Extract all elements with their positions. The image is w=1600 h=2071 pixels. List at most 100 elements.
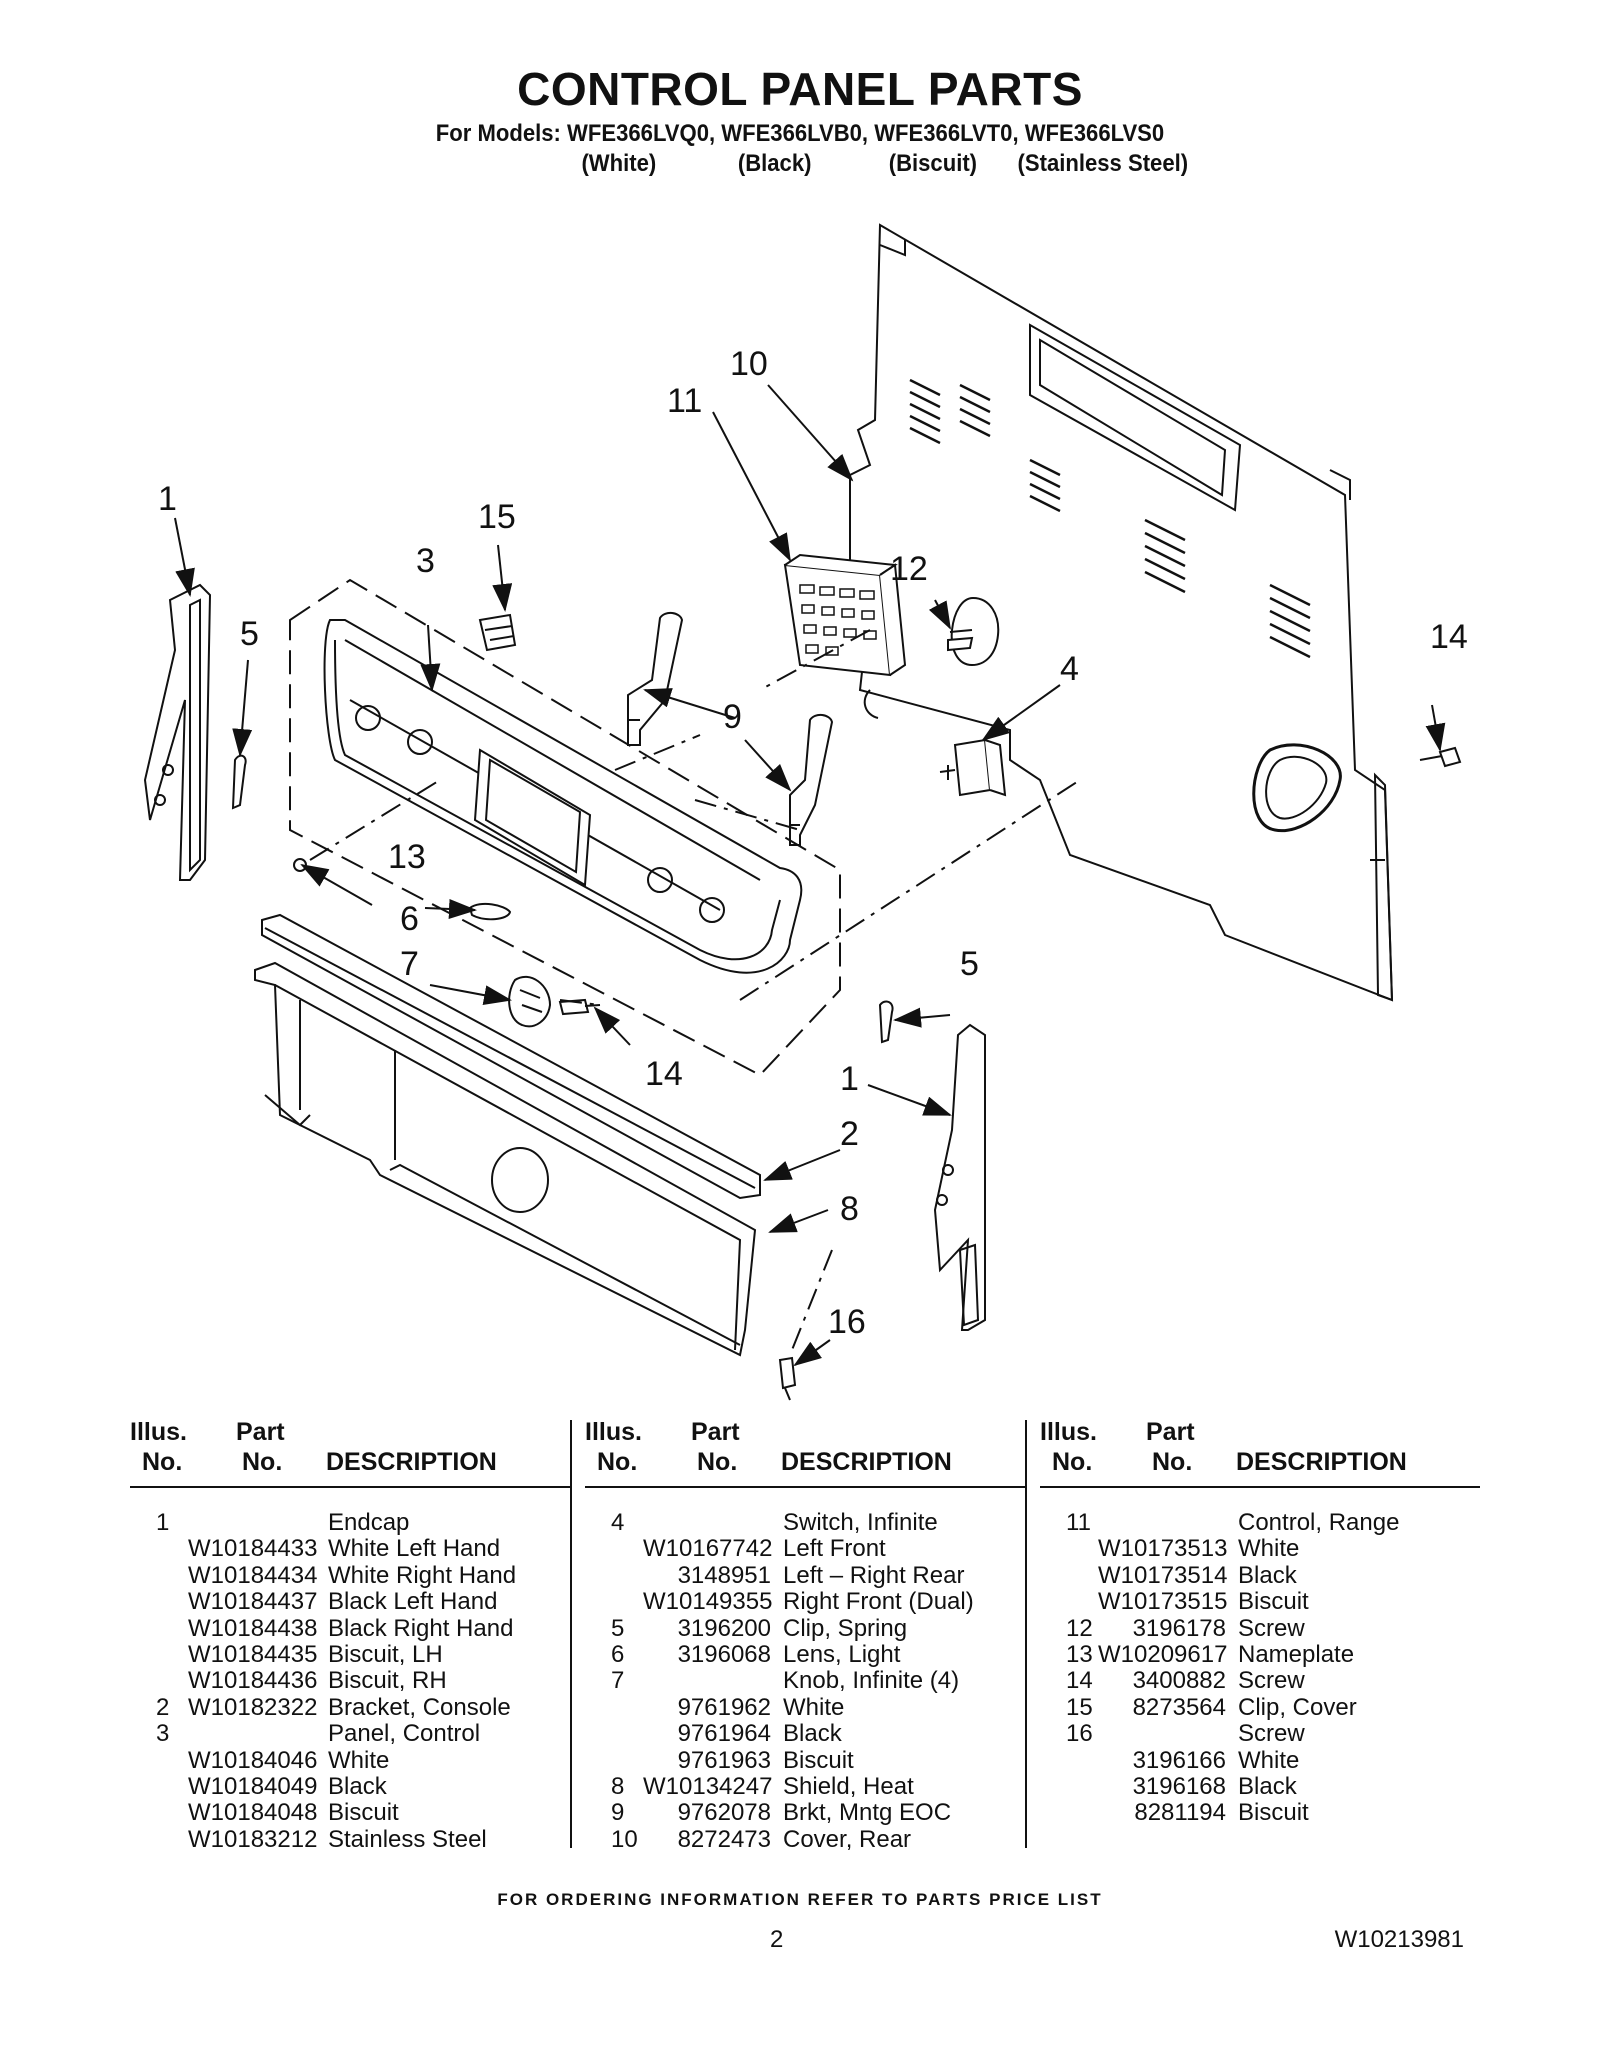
ordering-note: FOR ORDERING INFORMATION REFER TO PARTS … (497, 1890, 1103, 1909)
left-endcap-part (143, 583, 212, 881)
part-number: 3148951 (677, 1561, 771, 1589)
callout-1-right: 1 (840, 1060, 859, 1098)
part-description: Screw (1238, 1614, 1305, 1642)
part-description: Knob, Infinite (4) (783, 1667, 960, 1695)
part-number: 3196168 (1132, 1772, 1226, 1800)
table-row: 4 Switch, Infinite (585, 1509, 1025, 1536)
part-description: Black Left Hand (328, 1588, 498, 1616)
nameplate-part (468, 902, 512, 921)
part-description: Switch, Infinite (783, 1509, 938, 1536)
callout-13: 13 (388, 838, 426, 876)
part-number: W10184437 (188, 1588, 318, 1616)
part-description: Screw (1238, 1720, 1305, 1748)
part-description: Black (328, 1772, 387, 1800)
illus-number: 2 (156, 1693, 170, 1721)
control-panel-part (289, 578, 841, 1077)
callout-8: 8 (840, 1190, 859, 1228)
table-row: 10 8272473 Cover, Rear (585, 1825, 1025, 1853)
part-description: Black (1238, 1561, 1297, 1589)
callout-7: 7 (400, 945, 419, 983)
part-number: 3196068 (677, 1640, 771, 1668)
illus-number: 10 (611, 1825, 638, 1853)
table-header: Illus. No. Part No. DESCRIPTION (585, 1418, 952, 1476)
part-description: Bracket, Console (328, 1693, 511, 1721)
part-number: 3196200 (677, 1614, 771, 1642)
part-description: Biscuit (328, 1799, 399, 1827)
part-number: W10173514 (1098, 1561, 1228, 1589)
callout-5-right: 5 (960, 945, 979, 983)
table-row: 2 W10182322 Bracket, Console (130, 1693, 570, 1721)
part-description: White (1238, 1535, 1300, 1563)
right-endcap-part (933, 1023, 986, 1331)
illus-number: 3 (156, 1720, 170, 1748)
clip-cover-part (478, 613, 517, 652)
part-description: Biscuit, RH (328, 1667, 447, 1695)
part-description: White (1238, 1746, 1300, 1774)
control-range-part (783, 553, 907, 719)
part-description: Cover, Rear (783, 1825, 912, 1853)
callout-12: 12 (890, 550, 928, 588)
finish-black: (Black) (737, 150, 812, 177)
infinite-switch-part (939, 738, 1007, 797)
part-number: 9761964 (677, 1720, 771, 1748)
callout-5-left: 5 (240, 615, 259, 653)
finish-biscuit: (Biscuit) (888, 150, 978, 177)
bracket-console-part (261, 913, 761, 1200)
part-number: 9761963 (677, 1746, 771, 1774)
illus-number: 9 (611, 1799, 625, 1827)
table-row: W10173514 Black (1040, 1561, 1480, 1589)
models-line: For Models: WFE366LVQ0, WFE366LVB0, WFE3… (435, 120, 1165, 147)
callout-9: 9 (723, 698, 742, 736)
part-description: White (328, 1746, 390, 1774)
callout-16: 16 (828, 1303, 866, 1341)
callout-1-left: 1 (158, 480, 177, 518)
parts-table-col-2: Illus. No. Part No. DESCRIPTION 4 Switch,… (585, 1418, 1025, 1853)
part-description: Endcap (328, 1509, 410, 1536)
illus-number: 8 (611, 1772, 625, 1800)
part-number: W10184046 (188, 1746, 318, 1774)
callout-14-right: 14 (1430, 618, 1468, 656)
part-description: Right Front (Dual) (783, 1588, 974, 1616)
part-number: 3400882 (1132, 1667, 1226, 1695)
illus-number: 4 (611, 1509, 625, 1536)
callout-4: 4 (1060, 650, 1079, 688)
part-number: W10183212 (188, 1825, 318, 1853)
finish-white: (White) (581, 150, 657, 177)
illus-number: 15 (1066, 1693, 1093, 1721)
illus-number: 1 (156, 1509, 170, 1536)
callout-6: 6 (400, 900, 419, 938)
part-description: White Right Hand (328, 1561, 517, 1589)
part-description: Lens, Light (783, 1640, 901, 1668)
part-number: 8273564 (1132, 1693, 1226, 1721)
column-divider (1025, 1420, 1027, 1848)
part-number: W10173515 (1098, 1588, 1228, 1616)
part-description: Control, Range (1238, 1509, 1400, 1536)
bracket-mntg-eoc-part (627, 612, 834, 846)
table-row: W10184046 White (130, 1746, 570, 1774)
part-description: Shield, Heat (783, 1772, 914, 1800)
illus-number: 12 (1066, 1614, 1093, 1642)
part-number: W10182322 (188, 1693, 318, 1721)
part-number: 8272473 (677, 1825, 771, 1853)
callout-14-front: 14 (645, 1055, 683, 1093)
rear-cover-part (849, 223, 1394, 1002)
illus-number: 13 (1066, 1640, 1093, 1668)
